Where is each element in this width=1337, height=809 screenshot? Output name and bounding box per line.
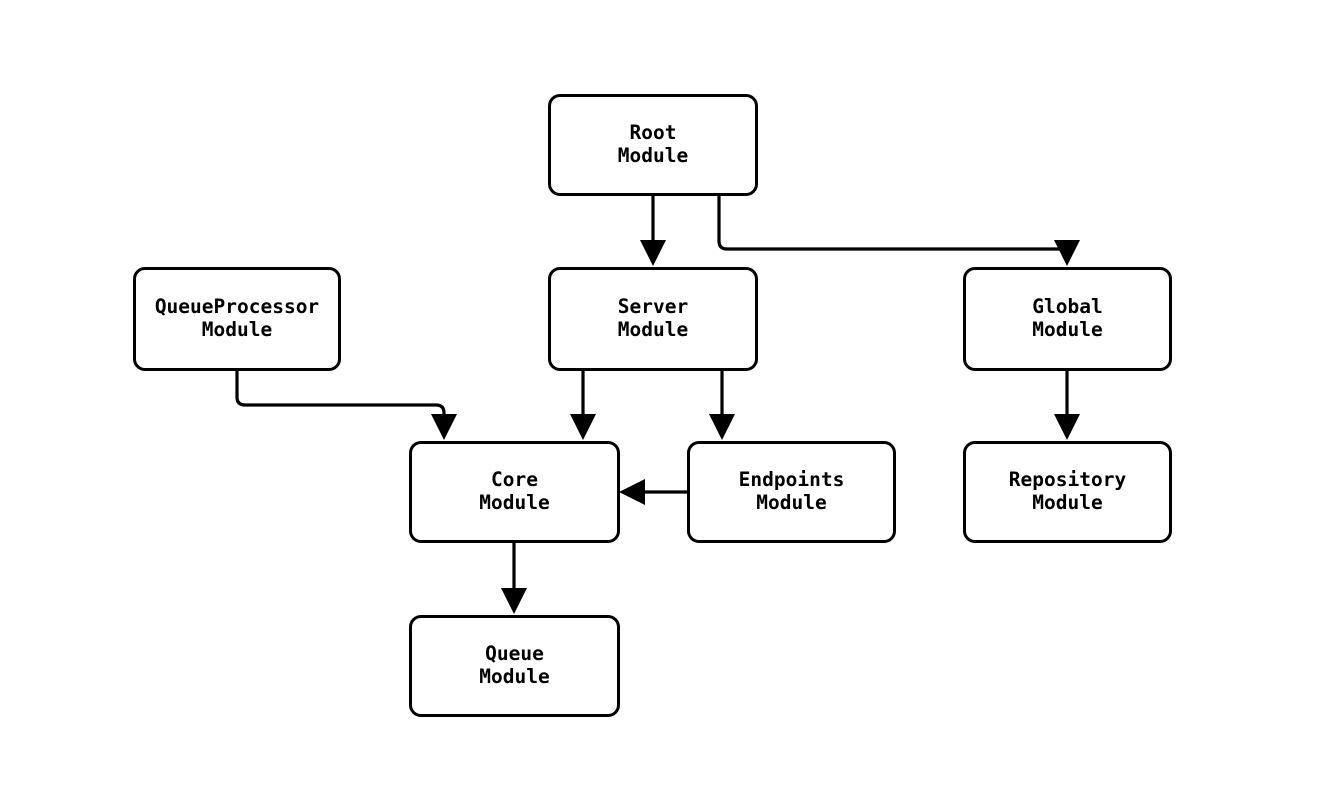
node-global-module-label: Global Module [1032, 295, 1103, 341]
arrowhead-down [570, 414, 596, 440]
node-global-module[interactable]: Global Module [963, 267, 1172, 371]
node-core-module[interactable]: Core Module [409, 441, 620, 543]
node-queue-module[interactable]: Queue Module [409, 615, 620, 717]
arrowhead-down [640, 240, 666, 266]
node-server-module-label: Server Module [617, 295, 689, 341]
node-core-module-label: Core Module [479, 468, 550, 514]
node-endpoints-module-label: Endpoints Module [738, 468, 845, 514]
arrowhead-down [431, 414, 457, 440]
arrowhead-down [1054, 240, 1080, 266]
arrowhead-down [709, 414, 735, 440]
node-repository-module[interactable]: Repository Module [963, 441, 1172, 543]
edge-global-to-repository [1054, 371, 1080, 440]
node-queueprocessor-module-label: QueueProcessor Module [154, 295, 320, 341]
edge-server-to-core [570, 371, 596, 440]
edge-root-to-global [717, 196, 1080, 266]
node-queueprocessor-module[interactable]: QueueProcessor Module [133, 267, 341, 371]
node-root-module[interactable]: Root Module [548, 94, 758, 196]
edge-core-to-queue [501, 543, 527, 614]
node-root-module-label: Root Module [617, 121, 689, 167]
arrowhead-left [619, 479, 645, 505]
node-server-module[interactable]: Server Module [548, 267, 758, 371]
arrowhead-down [1054, 414, 1080, 440]
node-repository-module-label: Repository Module [1008, 468, 1127, 514]
edge-queueprocessor-to-core [235, 371, 457, 440]
edge-endpoints-to-core [619, 479, 687, 505]
arrowhead-down [501, 588, 527, 614]
node-queue-module-label: Queue Module [479, 642, 550, 688]
edge-root-to-server [640, 196, 666, 266]
node-endpoints-module[interactable]: Endpoints Module [687, 441, 896, 543]
edge-server-to-endpoints [709, 371, 735, 440]
